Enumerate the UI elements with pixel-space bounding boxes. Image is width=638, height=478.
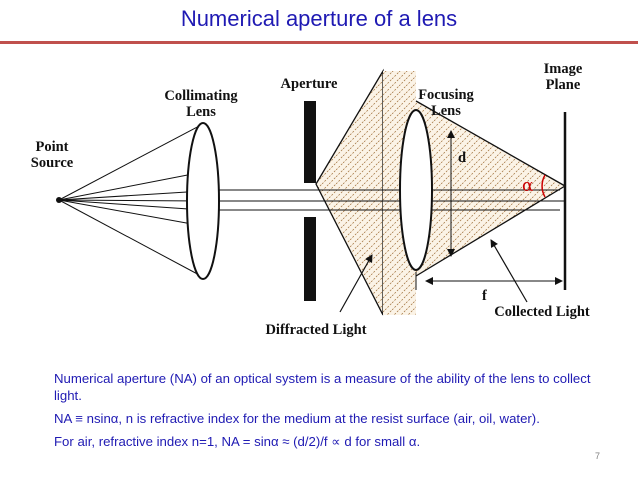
collected-light-region [416,101,565,276]
label-point-source-line1: Point [35,139,68,155]
slide-title: Numerical aperture of a lens [180,6,458,31]
diffracted-light-region [315,68,384,316]
label-f: f [482,288,487,304]
caption-line-1: Numerical aperture (NA) of an optical sy… [54,371,591,403]
caption-line-3: For air, refractive index n=1, NA = sinα… [54,434,421,449]
label-point-source-line2: Source [31,155,74,171]
source-rays [58,123,204,278]
label-collimating-lens-line1: Collimating [164,88,238,104]
label-d: d [458,150,466,166]
collimating-lens [186,122,220,280]
alpha-angle-arc [541,174,546,198]
aperture-lower-stop [304,217,316,301]
title-divider [0,41,638,44]
optics-diagram: Point Source Collimating Lens Aperture F… [31,61,590,338]
label-image-plane-line1: Image [544,61,583,77]
focusing-lens [399,109,433,271]
label-collimating-lens-line2: Lens [186,104,216,120]
label-focusing-lens-line1: Focusing [418,87,474,103]
label-collected-light: Collected Light [494,304,590,320]
label-focusing-lens-line2: Lens [431,103,461,119]
label-alpha: α [522,176,534,196]
page-number: 7 [594,451,600,461]
collected-light-leader [490,239,528,303]
caption-line-2: NA ≡ nsinα, n is refractive index for th… [54,411,540,426]
label-diffracted-light: Diffracted Light [265,322,366,338]
caption: Numerical aperture (NA) of an optical sy… [54,370,614,456]
collimated-rays [212,189,565,211]
aperture-upper-stop [304,101,316,183]
label-aperture: Aperture [281,76,338,92]
diffracted-light-leader [339,254,373,313]
collected-light-upper-edge [415,100,566,187]
label-image-plane-line2: Plane [546,77,581,93]
